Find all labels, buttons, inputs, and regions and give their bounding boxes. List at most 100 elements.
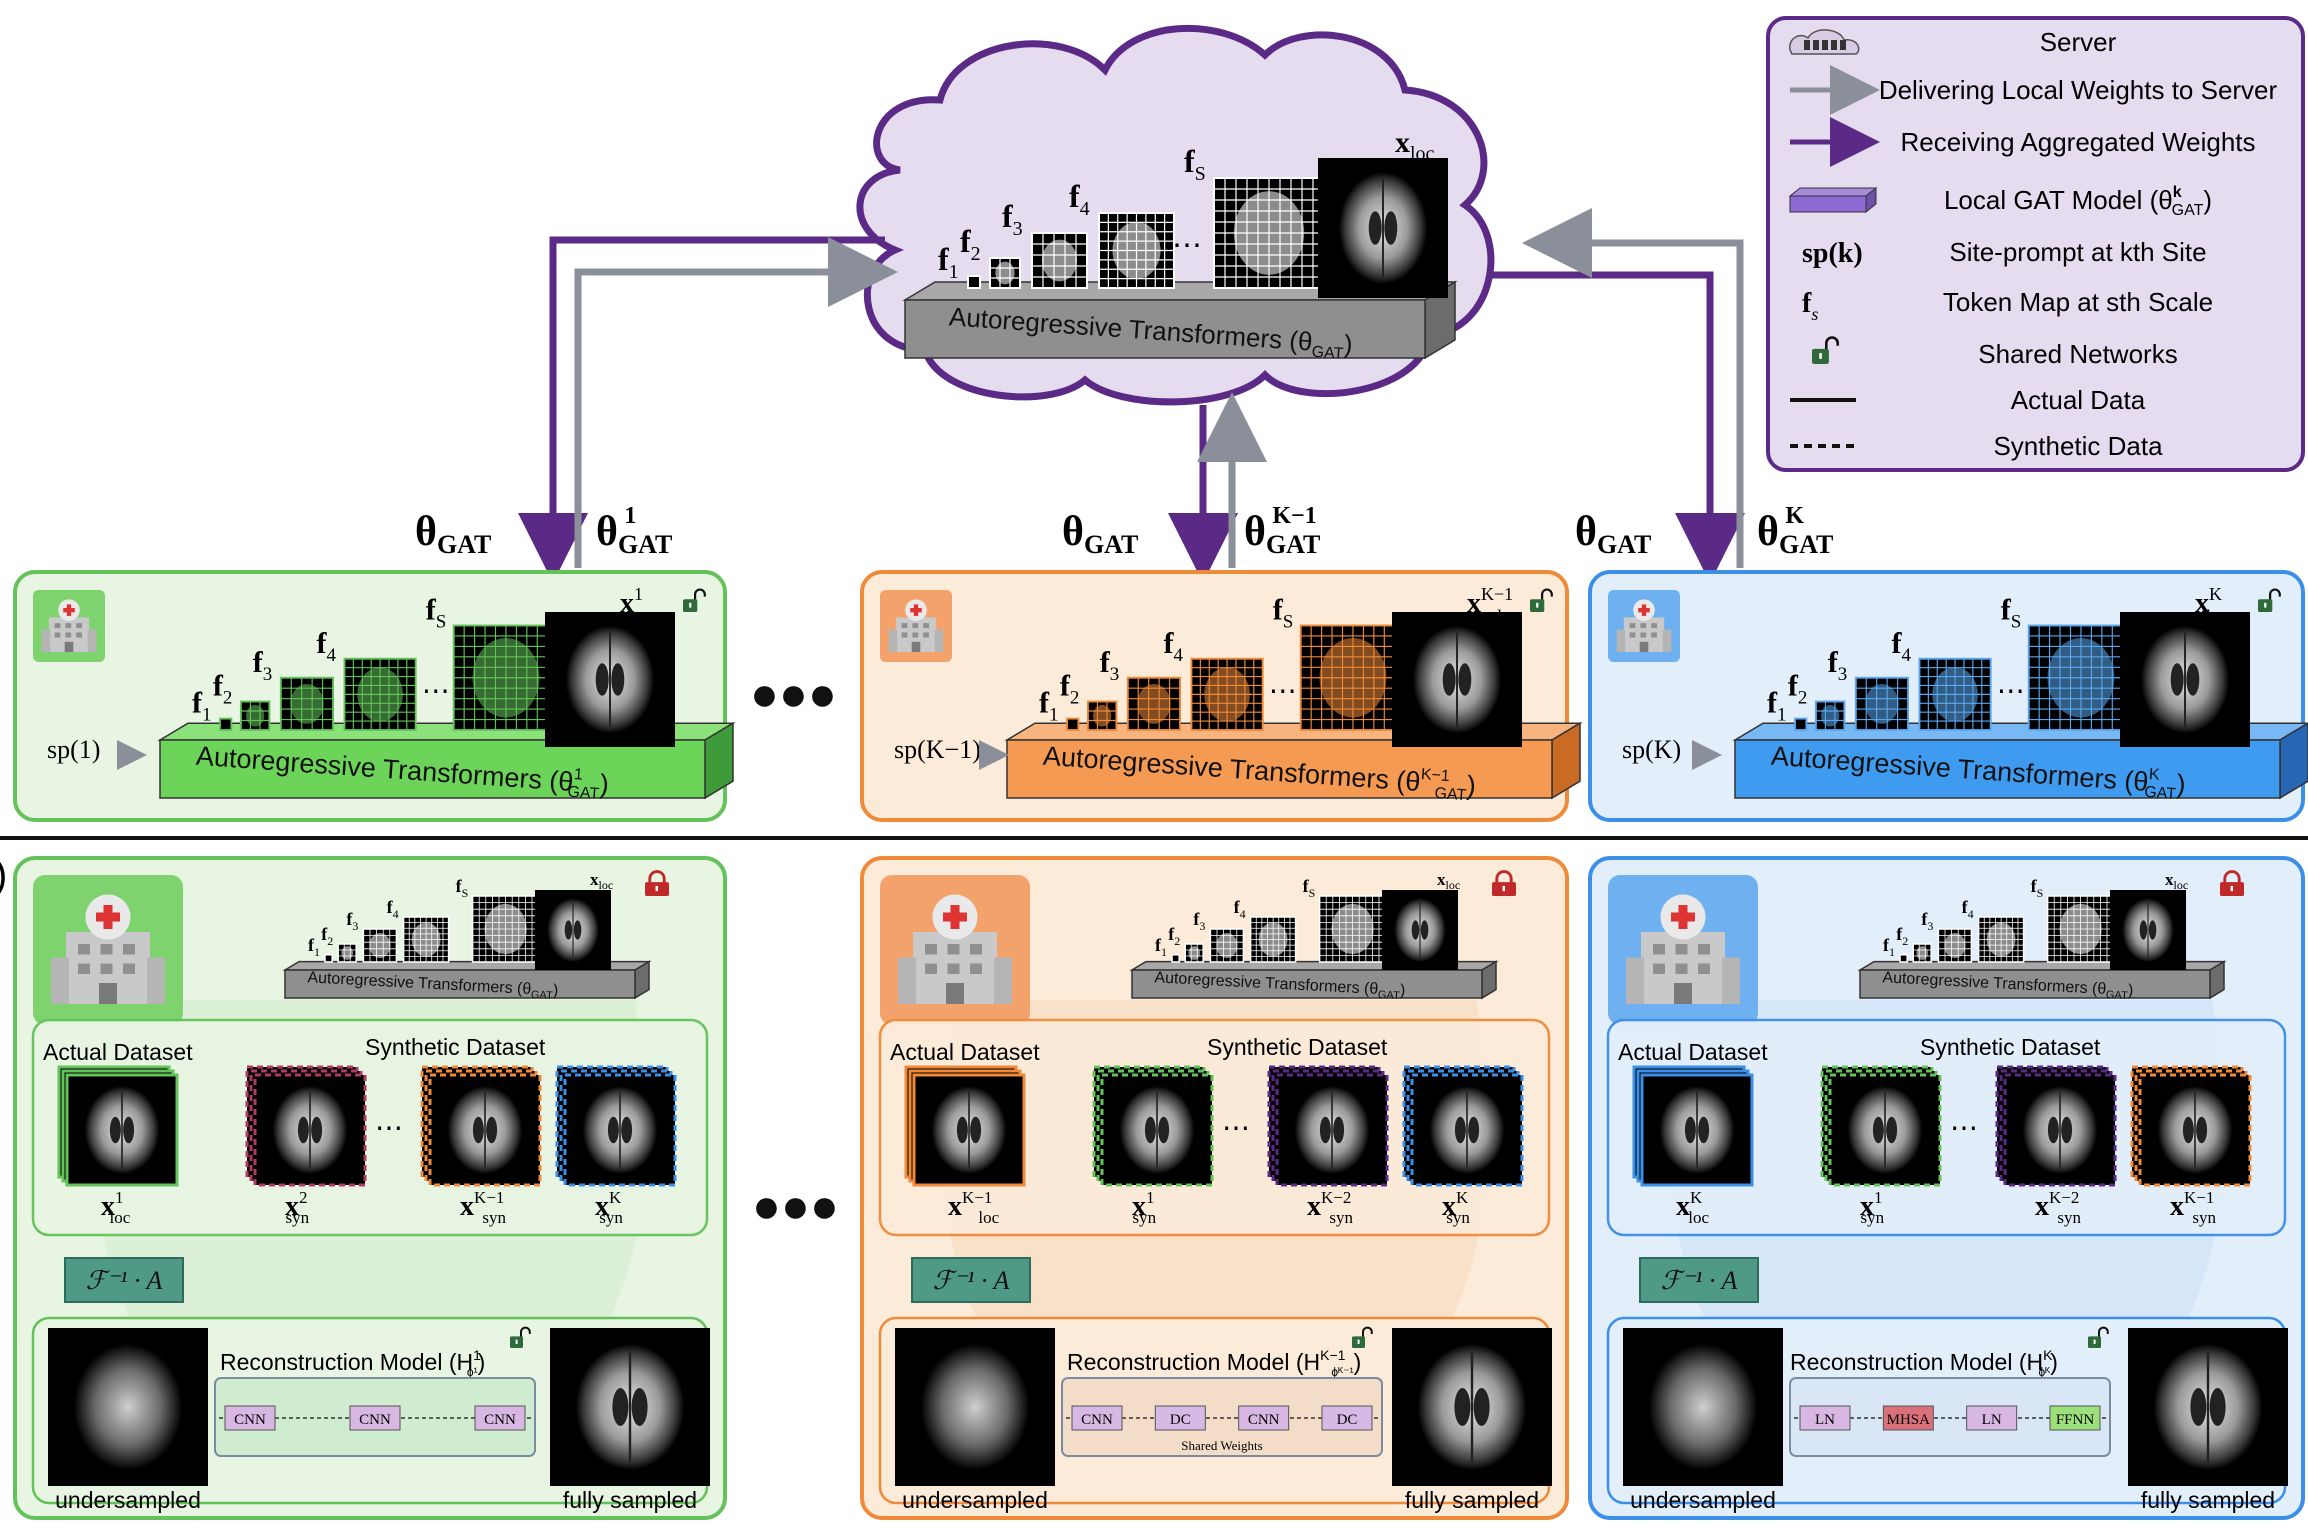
synthetic-dataset-title: Synthetic Dataset xyxy=(1920,1034,2101,1060)
scale-label: f1 xyxy=(1883,935,1895,959)
legend-label: Token Map at sth Scale xyxy=(1943,287,2213,317)
scale-label: f4 xyxy=(387,897,399,921)
model-block-mhsa xyxy=(1882,1405,1934,1431)
server-transformer: Autoregressive Transformers (θGAT)f1f2f3… xyxy=(902,126,1458,363)
theta-label-left: θGAT xyxy=(415,509,491,559)
model-pipeline xyxy=(1061,1377,1383,1457)
model-block-cnn xyxy=(349,1405,401,1431)
unlock-icon xyxy=(2088,1326,2109,1348)
mri-brain-image xyxy=(2005,1075,2115,1185)
model-block-label: MHSA xyxy=(1887,1412,1931,1428)
mri-brain-image xyxy=(1318,158,1448,298)
scale-label-f2: f2 xyxy=(960,223,981,265)
synthetic-dataset-title: Synthetic Dataset xyxy=(1207,1034,1388,1060)
token-map-1 xyxy=(967,275,981,289)
scale-label: fS xyxy=(1273,594,1294,633)
legend-label: Receiving Aggregated Weights xyxy=(1900,127,2255,157)
model-block-cnn xyxy=(1071,1405,1123,1431)
legend-symbol: sp(k) xyxy=(1802,238,1863,269)
hospital-icon xyxy=(33,590,105,662)
mri-brain-image xyxy=(2128,1328,2288,1486)
scale-label: f2 xyxy=(1788,670,1808,709)
transformer-slab xyxy=(902,280,1458,360)
site-prompt: sp(1) xyxy=(47,735,100,764)
scale-label: fS xyxy=(2001,594,2022,633)
unlock-icon xyxy=(2258,588,2281,612)
mri-brain-image xyxy=(1102,1075,1212,1185)
token-map-1 xyxy=(1171,954,1180,963)
scale-label: fS xyxy=(426,594,447,633)
token-map-1 xyxy=(324,954,333,963)
scale-label: f4 xyxy=(1891,627,1911,666)
model-block-label: CNN xyxy=(1248,1412,1280,1428)
mri-brain-image xyxy=(565,1075,675,1185)
model-block-cnn xyxy=(224,1405,276,1431)
scale-label: f4 xyxy=(1163,627,1183,666)
legend-item-6: fs Token Map at sth Scale xyxy=(1802,287,2213,324)
mri-brain-image xyxy=(1392,1328,1552,1486)
panel-b-paren: ) xyxy=(0,853,7,897)
legend-label: Actual Data xyxy=(2011,385,2146,415)
top-site-panel-site-k: Autoregressive Transformers (θKGAT)f1f2f… xyxy=(1588,570,2308,822)
top-site-panel-site-k-1: Autoregressive Transformers (θK−1GAT)f1f… xyxy=(860,570,1583,822)
hospital-icon xyxy=(880,590,952,662)
theta-label-right: θGAT xyxy=(1575,509,1651,559)
token-map-1 xyxy=(219,717,233,731)
mri-brain-image xyxy=(1623,1328,1783,1486)
scale-label-f3: f3 xyxy=(1002,198,1023,240)
hospital-icon xyxy=(33,875,183,1025)
fourier-operator-label: ℱ⁻¹ · A xyxy=(933,1266,1010,1295)
ellipsis: ⋯ xyxy=(375,1112,403,1143)
token-map-1 xyxy=(1899,954,1908,963)
gat-block-icon xyxy=(1788,186,1878,214)
ellipsis: ⋯ xyxy=(1997,675,2025,706)
unlock-icon xyxy=(510,1326,531,1348)
mri-brain-image xyxy=(545,612,675,747)
model-block-label: LN xyxy=(1982,1412,2002,1428)
scale-label: f3 xyxy=(253,646,272,685)
bottom-site-panel-site-k-1: Autoregressive Transformers (θGAT)f1f2f3… xyxy=(860,856,1569,1520)
lock-icon xyxy=(2220,870,2244,896)
unlock-icon xyxy=(683,588,706,612)
token-map-1 xyxy=(1066,717,1080,731)
legend-box xyxy=(1766,16,2305,472)
mri-brain-image xyxy=(914,1075,1024,1185)
theta-label-mid: θGAT xyxy=(1062,509,1138,559)
mri-brain-image xyxy=(1277,1075,1387,1185)
actual-dataset-title: Actual Dataset xyxy=(43,1039,193,1065)
mri-brain-image xyxy=(430,1075,540,1185)
model-block-ffnn xyxy=(2049,1405,2101,1431)
mri-brain-image xyxy=(1830,1075,1940,1185)
model-block-dc xyxy=(1321,1405,1373,1431)
fully-sampled-caption: fully sampled xyxy=(1405,1487,1539,1513)
fourier-operator-box xyxy=(911,1257,1031,1303)
fourier-operator-box xyxy=(64,1257,184,1303)
scale-label-f5: fS xyxy=(1184,143,1206,185)
xloc-label: xloc xyxy=(590,870,613,892)
scale-label: f3 xyxy=(1921,909,1933,933)
hospital-icon xyxy=(1608,875,1758,1025)
legend-item-5: sp(k)Site-prompt at kth Site xyxy=(1802,237,2207,269)
legend-symbol: fs xyxy=(1802,288,1818,324)
bottom-site-panel-site-k: Autoregressive Transformers (θGAT)f1f2f3… xyxy=(1588,856,2305,1520)
model-block-label: CNN xyxy=(484,1412,516,1428)
top-site-panel-site-1: Autoregressive Transformers (θ1GAT)f1f2f… xyxy=(13,570,736,822)
mri-brain-image xyxy=(1642,1075,1752,1185)
theta-local-label-right: θGATK xyxy=(1757,503,1833,559)
model-block-label: CNN xyxy=(359,1412,391,1428)
model-block-ln xyxy=(1966,1405,2018,1431)
legend-item-1: Server xyxy=(1789,27,2117,57)
theta-local-label-mid: θGATK−1 xyxy=(1244,503,1320,559)
